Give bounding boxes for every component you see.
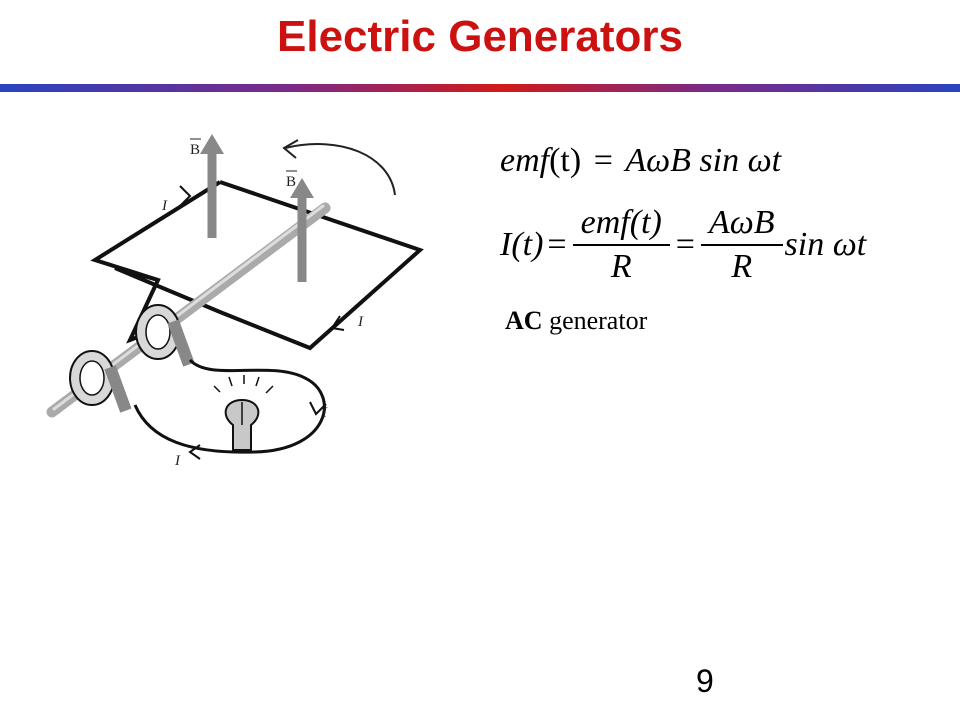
- fraction-1-numerator: emf(t): [580, 204, 662, 241]
- caption-rest: generator: [542, 306, 648, 335]
- current-lhs: I(t): [500, 226, 544, 263]
- fraction-awb-over-r: AωB R: [700, 204, 783, 286]
- brush-1: [167, 319, 195, 367]
- fraction-2-denominator: R: [700, 244, 783, 286]
- equals-sign: =: [593, 142, 613, 179]
- rotation-arrow: [284, 143, 396, 196]
- current-label-3: I: [321, 405, 328, 421]
- light-rays: [213, 375, 274, 394]
- equals-sign-2: =: [675, 226, 695, 263]
- caption-bold: AC: [505, 306, 543, 335]
- current-equation: I(t) = emf(t) R = AωB R sin ωt: [500, 204, 866, 286]
- equals-sign-1: =: [547, 226, 567, 263]
- emf-lhs: emf: [500, 142, 550, 179]
- ac-generator-diagram: B B I I I I: [46, 134, 424, 469]
- fraction-2-numerator: AωB: [708, 204, 775, 241]
- rotation-arrow-head: [282, 139, 299, 159]
- fraction-emf-over-r: emf(t) R: [572, 204, 670, 286]
- wire-loop: [114, 180, 424, 351]
- b-field-label-1: B: [190, 142, 200, 158]
- diagram-caption: AC generator: [505, 306, 647, 336]
- page-number: 9: [696, 663, 714, 699]
- title-underline: [0, 84, 960, 92]
- emf-arg: (t): [549, 142, 582, 179]
- sine-term: sin ωt: [784, 226, 867, 263]
- emf-equation: emf(t) = AωB sin ωt: [500, 142, 781, 180]
- b-field-label-2: B: [286, 174, 296, 190]
- current-label-1: I: [161, 198, 168, 214]
- current-label-2: I: [357, 314, 364, 330]
- external-circuit: [133, 358, 326, 454]
- current-label-4: I: [174, 453, 181, 469]
- wire-loop-top: [90, 180, 222, 282]
- emf-rhs: AωB sin ωt: [625, 142, 782, 179]
- fraction-1-denominator: R: [572, 244, 670, 286]
- slide-title: Electric Generators: [277, 12, 683, 61]
- brush-2: [104, 365, 132, 413]
